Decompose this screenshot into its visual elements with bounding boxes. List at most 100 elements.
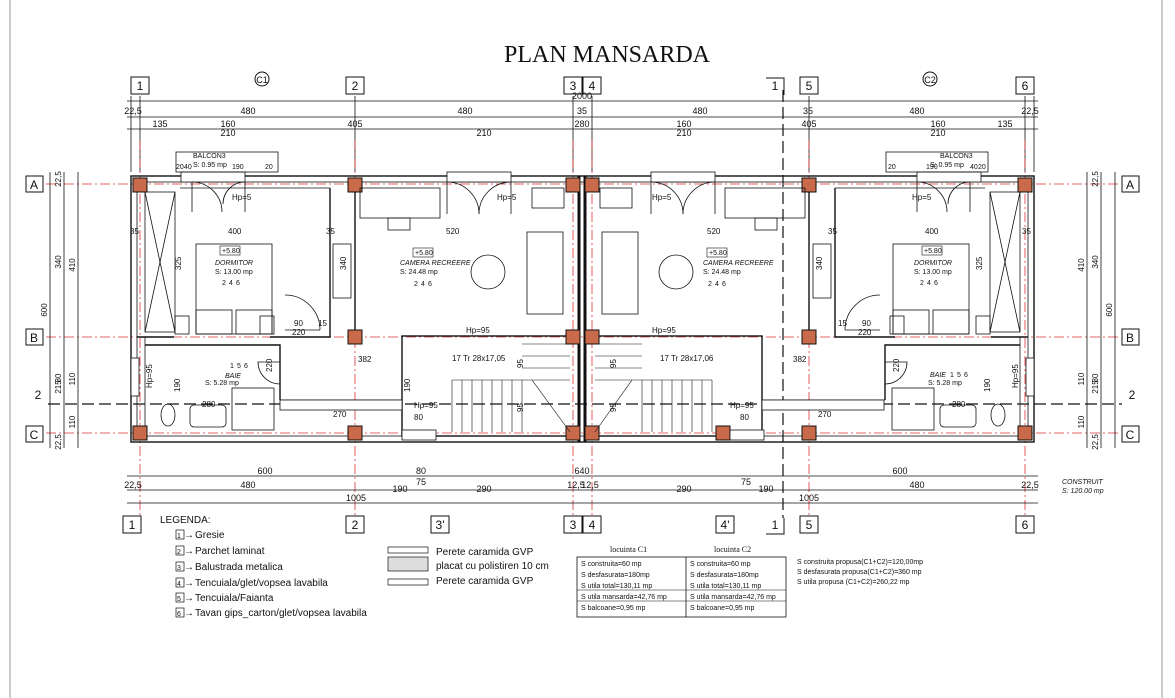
dim-bot-r2-4: 290 xyxy=(476,484,491,494)
legend-arrow-2: → xyxy=(184,546,194,557)
room-5-area: S: 5.28 mp xyxy=(205,380,239,387)
dim-top-r3-2: 405 xyxy=(347,119,362,129)
construit-note: CONSTRUIT S: 120.00 mp xyxy=(1062,479,1104,495)
dim-280-left: 280 xyxy=(202,400,216,409)
dim-top-r3b-2: 210 xyxy=(676,128,691,138)
top-dimension-labels: 2000 22,5 480 35 480 35 480 480 22,5 135… xyxy=(124,91,1039,138)
dim-right-6: 215 xyxy=(1091,380,1100,394)
room-6-code-1: 1 xyxy=(950,372,954,379)
dim-95-a: 95 xyxy=(516,359,525,368)
balcony-left-dim-2: 190 xyxy=(232,164,244,171)
dim-325-right: 325 xyxy=(975,256,984,270)
room-labels: +5.80 DORMITOR S: 13.00 mp 2 4 6 +5.80 C… xyxy=(205,245,968,387)
c2-row-4: S utila mansarda=42,76 mp xyxy=(690,594,776,601)
dim-bot-r3-0: 1005 xyxy=(346,493,366,503)
areas-table: locuinta C1 locuinta C2 S construita=60 … xyxy=(576,545,787,618)
room-3-code-2: 4 xyxy=(715,281,719,288)
room-1-code-3: 6 xyxy=(236,280,240,287)
dim-overall: 2000 xyxy=(572,91,592,101)
legend-code-3: 3 xyxy=(177,565,181,572)
room-6-code-2: 5 xyxy=(957,372,961,379)
room-1-codes: 2 xyxy=(222,280,226,287)
dim-bot-r1-3: 600 xyxy=(892,466,907,476)
dim-bot-r2-5: 12,5 xyxy=(567,480,585,490)
legend-text-5: Tencuiala/Faianta xyxy=(195,593,274,604)
dim-220-v-left: 220 xyxy=(265,358,274,372)
axis-top-1: 1 xyxy=(137,79,144,93)
c2-row-5: S balcoane=0,95 mp xyxy=(690,605,755,612)
plan-title: PLAN MANSARDA xyxy=(504,42,711,68)
room-6-code-3: 6 xyxy=(964,372,968,379)
legend-text-3: Balustrada metalica xyxy=(195,562,283,573)
dim-520-right: 520 xyxy=(707,227,721,236)
dim-right-0: 22,5 xyxy=(1091,171,1100,187)
balcony-labels: BALCON3 S: 0.95 mp 20 40 190 20 BALCON3 … xyxy=(176,153,986,171)
dim-left-1: 410 xyxy=(68,258,77,272)
legend-text-2: Parchet laminat xyxy=(195,546,265,557)
balconies xyxy=(175,151,989,173)
dim-bot-r2-11: 22,5 xyxy=(1021,480,1039,490)
interior-labels: Hp=5 Hp=5 Hp=5 Hp=5 Hp=95 Hp=95 Hp=95 Hp… xyxy=(130,193,1031,422)
hp95-label-2: Hp=95 xyxy=(652,326,676,335)
dim-bot-r1-1: 80 xyxy=(416,466,426,476)
legend-code-4: 4 xyxy=(177,581,181,588)
wall-type-2: Perete caramida GVP xyxy=(436,576,534,587)
dim-left-3: 600 xyxy=(40,303,49,317)
balcony-left-label: BALCON3 xyxy=(193,153,226,160)
dim-280-right: 280 xyxy=(952,400,966,409)
dim-top-r2-5: 480 xyxy=(692,106,707,116)
dim-left-6: 215 xyxy=(54,380,63,394)
dim-top-r2-1: 480 xyxy=(240,106,255,116)
legend-title: LEGENDA: xyxy=(160,515,211,526)
bottom-axis-labels: 1 2 3' 3 4 4' 5 6 1 xyxy=(122,515,1035,535)
legend-code-2: 2 xyxy=(177,549,181,556)
dim-top-r3b-1: 210 xyxy=(476,128,491,138)
total-construita: S construita propusa(C1+C2)=120,00mp xyxy=(797,559,923,566)
room-6-name: BAIE xyxy=(930,372,946,379)
room-2-area: S: 24.48 mp xyxy=(400,269,438,276)
dim-220-v-right: 220 xyxy=(892,358,901,372)
dim-top-r3-4: 160 xyxy=(676,119,691,129)
dim-right-2: 340 xyxy=(1091,255,1100,269)
axis-left-a: A xyxy=(30,178,38,192)
dim-220-left: 220 xyxy=(292,328,306,337)
axis-left-b: B xyxy=(30,331,38,345)
dim-right-5: 110 xyxy=(1077,372,1086,385)
room-1-level: +5.80 xyxy=(222,248,240,255)
legend-item-2: 2 → Parchet laminat xyxy=(175,545,265,557)
room-3-code-3: 6 xyxy=(722,281,726,288)
dim-left-2: 340 xyxy=(54,255,63,269)
hp-label-1: Hp=5 xyxy=(232,193,252,202)
stairs-label-1: 17 Tr 28x17,05 xyxy=(452,354,506,363)
legend-code-6: 6 xyxy=(177,611,181,618)
dim-15-left: 15 xyxy=(318,319,327,328)
balcony-right-area: S: 0.95 mp xyxy=(930,162,964,169)
c1-row-5: S balcoane=0,95 mp xyxy=(581,605,646,612)
legend-text-4: Tencuiala/glet/vopsea lavabila xyxy=(195,578,328,589)
section-marker-top: 1 xyxy=(772,79,779,93)
structural-columns xyxy=(132,177,1033,441)
axis-left-2: 2 xyxy=(35,388,42,402)
dim-190-a: 190 xyxy=(173,378,182,392)
room-4-name: DORMITOR xyxy=(914,260,952,267)
balcony-left-dim-1: 40 xyxy=(184,164,192,171)
dim-top-r3-0: 135 xyxy=(152,119,167,129)
dim-270-left: 270 xyxy=(333,410,347,419)
room-5-name: BAIE xyxy=(225,373,241,380)
c2-row-1: S construita=60 mp xyxy=(690,561,751,568)
axis-right-a: A xyxy=(1126,178,1134,192)
room-4-code-3: 6 xyxy=(934,280,938,287)
c1-row-2: S desfasurata=180mp xyxy=(581,572,650,579)
dim-bot-r3-1: 1005 xyxy=(799,493,819,503)
dim-190-b: 190 xyxy=(403,378,412,392)
dim-right-4: 80 xyxy=(1091,373,1100,382)
room-1-code-2: 4 xyxy=(229,280,233,287)
legend-item-6: 6 → Tavan gips_carton/glet/vopsea lavabi… xyxy=(175,607,367,619)
dim-top-r3-6: 160 xyxy=(930,119,945,129)
dim-top-r2-4: 35 xyxy=(803,106,813,116)
balcony-right-dim-3: 20 xyxy=(978,164,986,171)
dim-520-left: 520 xyxy=(446,227,460,236)
dim-left-4: 80 xyxy=(54,373,63,382)
wall-type-1b: placat cu polistiren 10 cm xyxy=(436,561,549,572)
